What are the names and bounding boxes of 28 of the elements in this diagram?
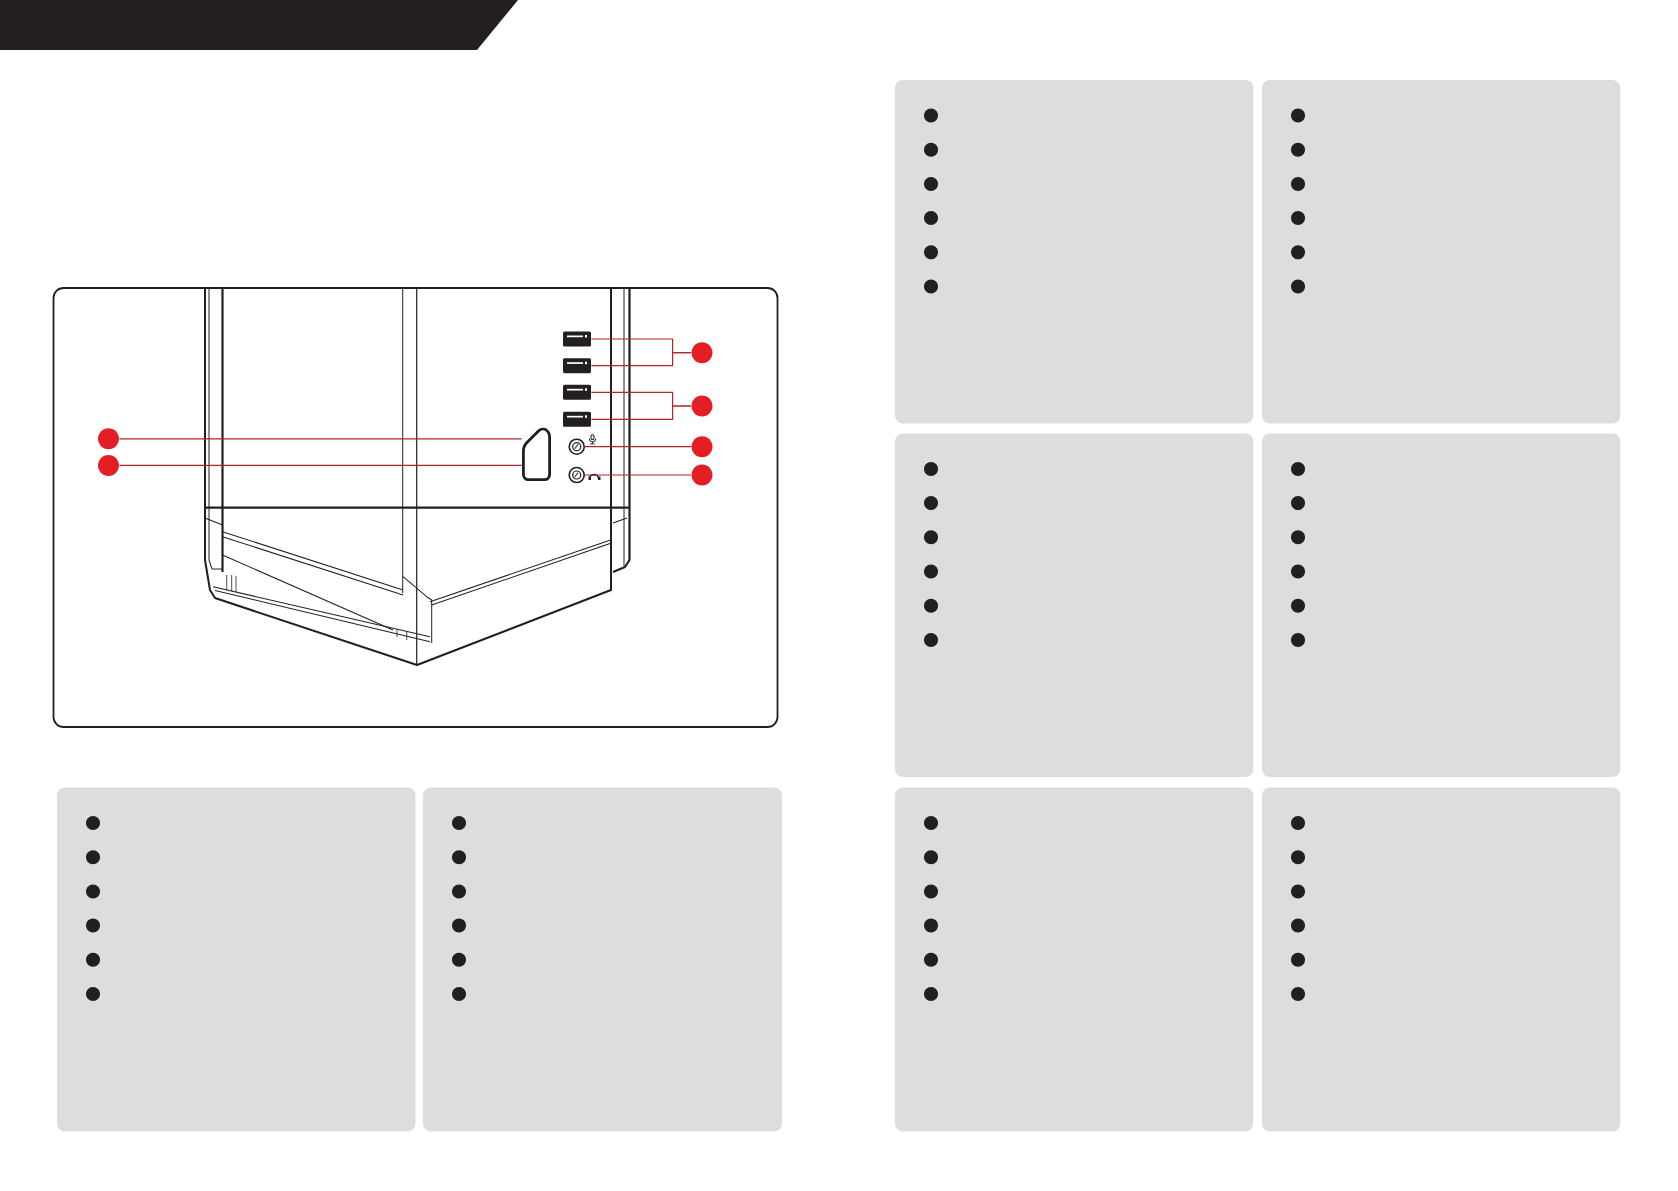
leader-line xyxy=(590,405,692,420)
callout-circle xyxy=(691,395,713,417)
rounded-panel xyxy=(1262,433,1621,777)
usb-port xyxy=(563,411,591,427)
leader-line xyxy=(590,352,692,367)
rounded-panel xyxy=(895,80,1254,424)
leader-line xyxy=(118,464,523,466)
usb-port xyxy=(563,358,591,374)
rounded-panel xyxy=(895,787,1254,1132)
rounded-panel xyxy=(1262,787,1621,1132)
rounded-panel xyxy=(423,787,782,1132)
title-banner xyxy=(0,0,518,50)
leader-line xyxy=(584,446,692,448)
rounded-panel xyxy=(57,787,416,1132)
rounded-panel xyxy=(895,433,1254,777)
callout-circle xyxy=(98,428,119,450)
callout-circle xyxy=(691,464,713,486)
usb-port xyxy=(563,384,591,400)
callout-circle xyxy=(98,454,119,476)
audio-jack xyxy=(568,438,585,455)
leader-line xyxy=(118,438,523,440)
audio-jack xyxy=(568,466,585,484)
rounded-panel xyxy=(1262,80,1621,424)
callout-circle xyxy=(691,436,713,458)
callout-circle xyxy=(691,342,713,364)
leader-line xyxy=(584,474,692,476)
power-button xyxy=(522,427,551,481)
usb-port xyxy=(563,331,591,347)
